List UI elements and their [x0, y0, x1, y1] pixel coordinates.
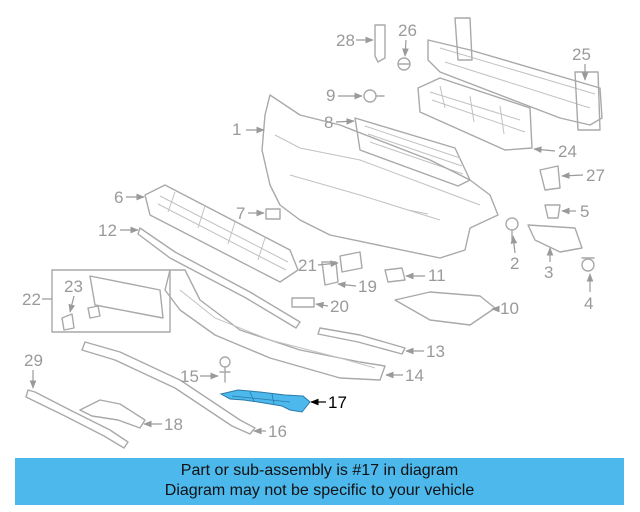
part-26-bolt: [397, 57, 411, 71]
callout-4: 4: [584, 294, 593, 313]
part-19-bracket: [321, 261, 339, 286]
part-28-bracket: [374, 24, 386, 63]
callout-26: 26: [398, 21, 417, 40]
part-11-clip: [384, 267, 406, 283]
callout-25: 25: [572, 45, 591, 64]
callout-13: 13: [426, 342, 445, 361]
callout-11: 11: [428, 266, 446, 285]
callout-21: 21: [298, 256, 317, 275]
part-25-reinforcement-bar: [427, 17, 603, 131]
part-16-lower-strip: [81, 341, 256, 435]
callout-10: 10: [500, 299, 519, 318]
callout-24: 24: [558, 142, 577, 161]
callout-1: 1: [232, 120, 241, 139]
callout-labels: 1 2 3 4 5 6 7 8 9 10 11 12 13 14 15 16 1: [22, 21, 605, 441]
part-4-screw: [581, 257, 595, 272]
part-17-air-deflector: [219, 389, 311, 413]
callout-28: 28: [336, 31, 355, 50]
part-6-lower-grille: [144, 184, 299, 283]
part-5-clip: [544, 204, 561, 219]
part-10-fog-trim: [394, 291, 496, 326]
callout-19: 19: [358, 277, 377, 296]
callout-8: 8: [324, 113, 333, 132]
part-7-clip: [265, 208, 281, 220]
callout-22: 22: [22, 290, 41, 309]
callout-6: 6: [114, 188, 123, 207]
part-27-clip: [539, 165, 561, 191]
callout-17: 17: [328, 393, 347, 412]
part-3-bracket: [527, 224, 583, 253]
part-24-energy-absorber: [417, 77, 533, 151]
callout-20: 20: [330, 297, 349, 316]
callout-12: 12: [98, 221, 117, 240]
part-21-cover: [339, 251, 363, 273]
callout-5: 5: [580, 202, 589, 221]
part-15-screw: [219, 356, 231, 383]
callout-2: 2: [510, 254, 519, 273]
callout-29: 29: [24, 351, 43, 370]
callout-3: 3: [544, 263, 553, 282]
part-9-bolt: [363, 89, 385, 103]
parts-diagram: 1 2 3 4 5 6 7 8 9 10 11 12 13 14 15 16 1: [22, 17, 605, 449]
callout-9: 9: [326, 86, 335, 105]
callout-18: 18: [164, 415, 183, 434]
part-20-clip: [291, 297, 315, 308]
banner-line-disclaimer: Diagram may not be specific to your vehi…: [164, 482, 475, 499]
part-1-bumper-cover: [261, 94, 499, 259]
part-13-strip: [317, 327, 406, 355]
part-22-license-bracket: [51, 269, 171, 333]
callout-16: 16: [268, 422, 287, 441]
part-18-deflector: [79, 399, 146, 429]
part-14-lower-valance: [164, 269, 386, 381]
callout-15: 15: [180, 367, 199, 386]
part-8-upper-grille: [354, 117, 471, 187]
info-banner: Part or sub-assembly is #17 in diagram D…: [15, 458, 624, 505]
callout-7: 7: [236, 204, 245, 223]
callout-23: 23: [64, 277, 83, 296]
part-12-strip: [137, 227, 301, 329]
part-2-screw: [505, 217, 519, 241]
part-29-strip: [25, 389, 129, 449]
callout-14: 14: [405, 366, 424, 385]
banner-line-part: Part or sub-assembly is #17 in diagram: [180, 462, 459, 479]
callout-27: 27: [586, 166, 605, 185]
